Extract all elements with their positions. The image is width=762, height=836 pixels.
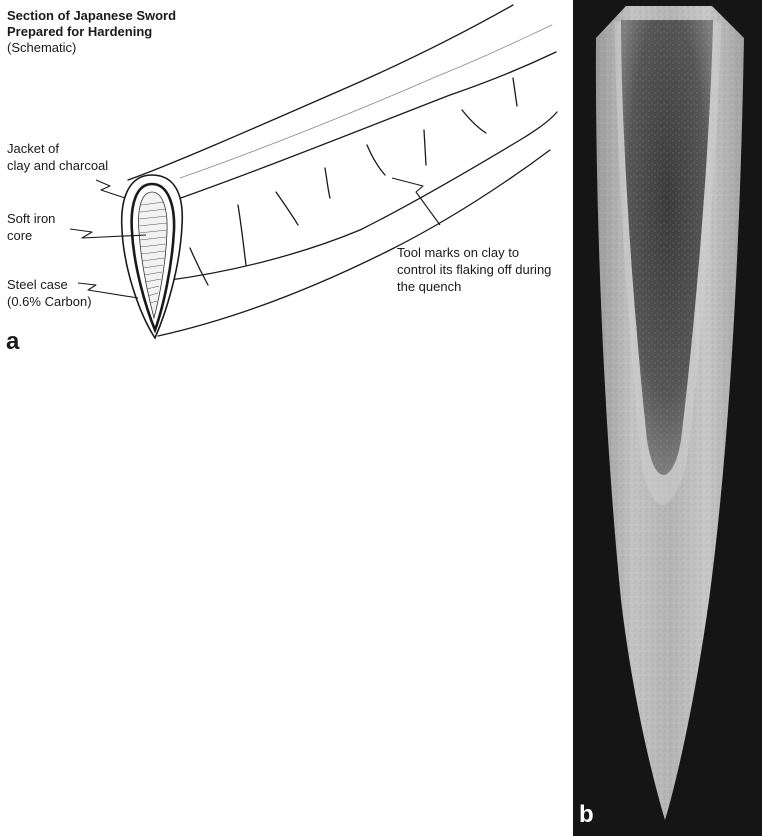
blade-bottom-edge	[158, 150, 550, 336]
label-clay-jacket: Jacket of clay and charcoal	[7, 140, 108, 174]
tool-mark-1	[190, 248, 208, 285]
tool-mark-8	[513, 78, 517, 106]
label-tool-marks: Tool marks on clay to control its flakin…	[397, 244, 551, 295]
tool-mark-5	[367, 145, 385, 175]
panel-b-photograph: b	[573, 0, 762, 836]
blade-jacket-upper-line	[175, 52, 556, 200]
panel-letter-b: b	[579, 801, 594, 829]
label-soft-iron-core: Soft iron core	[7, 210, 55, 244]
leader-jacket	[96, 180, 125, 198]
label-steel-case: Steel case (0.6% Carbon)	[7, 276, 92, 310]
etched-section-image	[573, 0, 762, 836]
panel-a-schematic: Section of Japanese Sword Prepared for H…	[0, 0, 572, 360]
panel-letter-a: a	[6, 328, 19, 356]
leader-tool-marks	[392, 178, 440, 225]
tool-mark-2	[238, 205, 246, 265]
tool-mark-6	[424, 130, 426, 165]
blade-top-edge	[128, 5, 513, 180]
blade-upper-inner-line	[180, 25, 552, 178]
tool-mark-3	[276, 192, 298, 225]
tool-mark-4	[325, 168, 330, 198]
tool-mark-7	[462, 110, 486, 133]
